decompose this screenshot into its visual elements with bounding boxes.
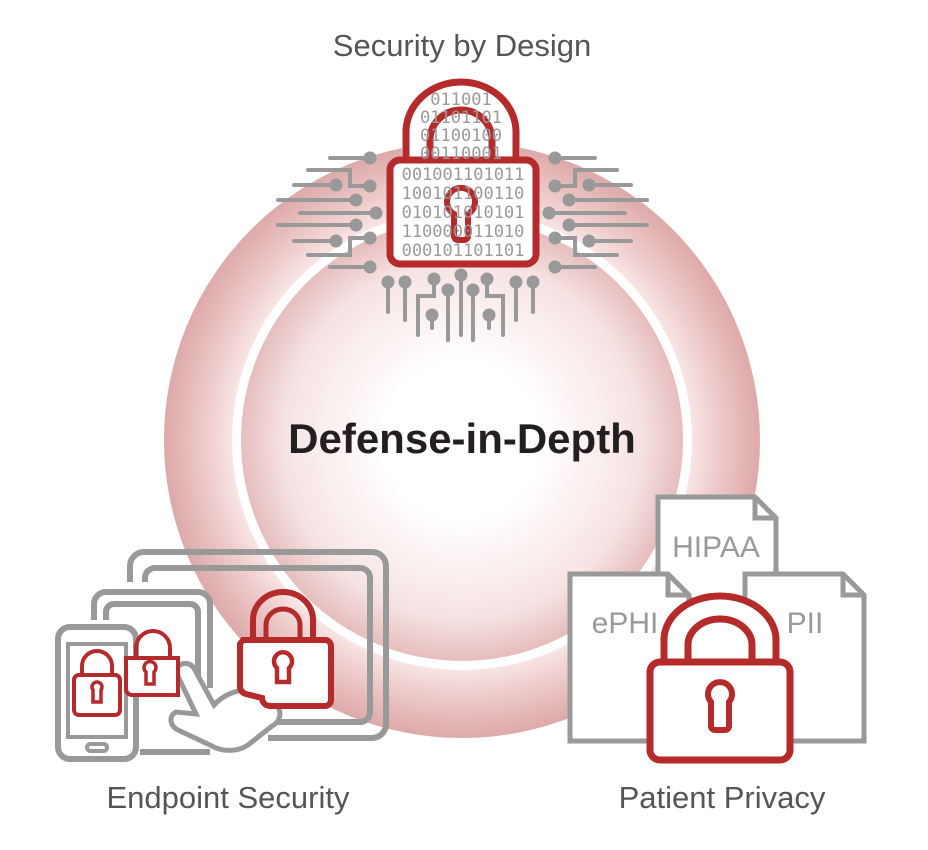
binary-row: 011001 bbox=[430, 90, 491, 110]
document-ephi: ePHI bbox=[567, 571, 692, 744]
document-label: HIPAA bbox=[672, 531, 760, 564]
binary-row: 100101100110 bbox=[402, 184, 525, 204]
privacy-lock-icon bbox=[646, 592, 794, 764]
endpoint-locks-icon bbox=[72, 589, 334, 717]
document-label: ePHI bbox=[592, 607, 659, 640]
binary-text: 011001 01101101 01100100 00110001 001001… bbox=[402, 90, 525, 261]
binary-row: 00110001 bbox=[420, 144, 502, 164]
circuit-lines-icon bbox=[276, 151, 649, 342]
label-defense-in-depth: Defense-in-Depth bbox=[288, 415, 636, 462]
binary-row: 010101010101 bbox=[402, 203, 525, 223]
binary-row: 000101101101 bbox=[402, 241, 525, 261]
label-security-by-design: Security by Design bbox=[332, 28, 592, 63]
label-patient-privacy: Patient Privacy bbox=[618, 780, 826, 815]
binary-row: 110000011010 bbox=[402, 222, 525, 242]
binary-row: 001001101011 bbox=[402, 165, 525, 185]
label-endpoint-security: Endpoint Security bbox=[106, 780, 350, 815]
binary-row: 01101101 bbox=[420, 108, 502, 128]
binary-row: 01100100 bbox=[420, 126, 502, 146]
document-label: PII bbox=[787, 607, 824, 640]
binary-lock-icon: 011001 01101101 01100100 00110001 001001… bbox=[386, 74, 540, 268]
